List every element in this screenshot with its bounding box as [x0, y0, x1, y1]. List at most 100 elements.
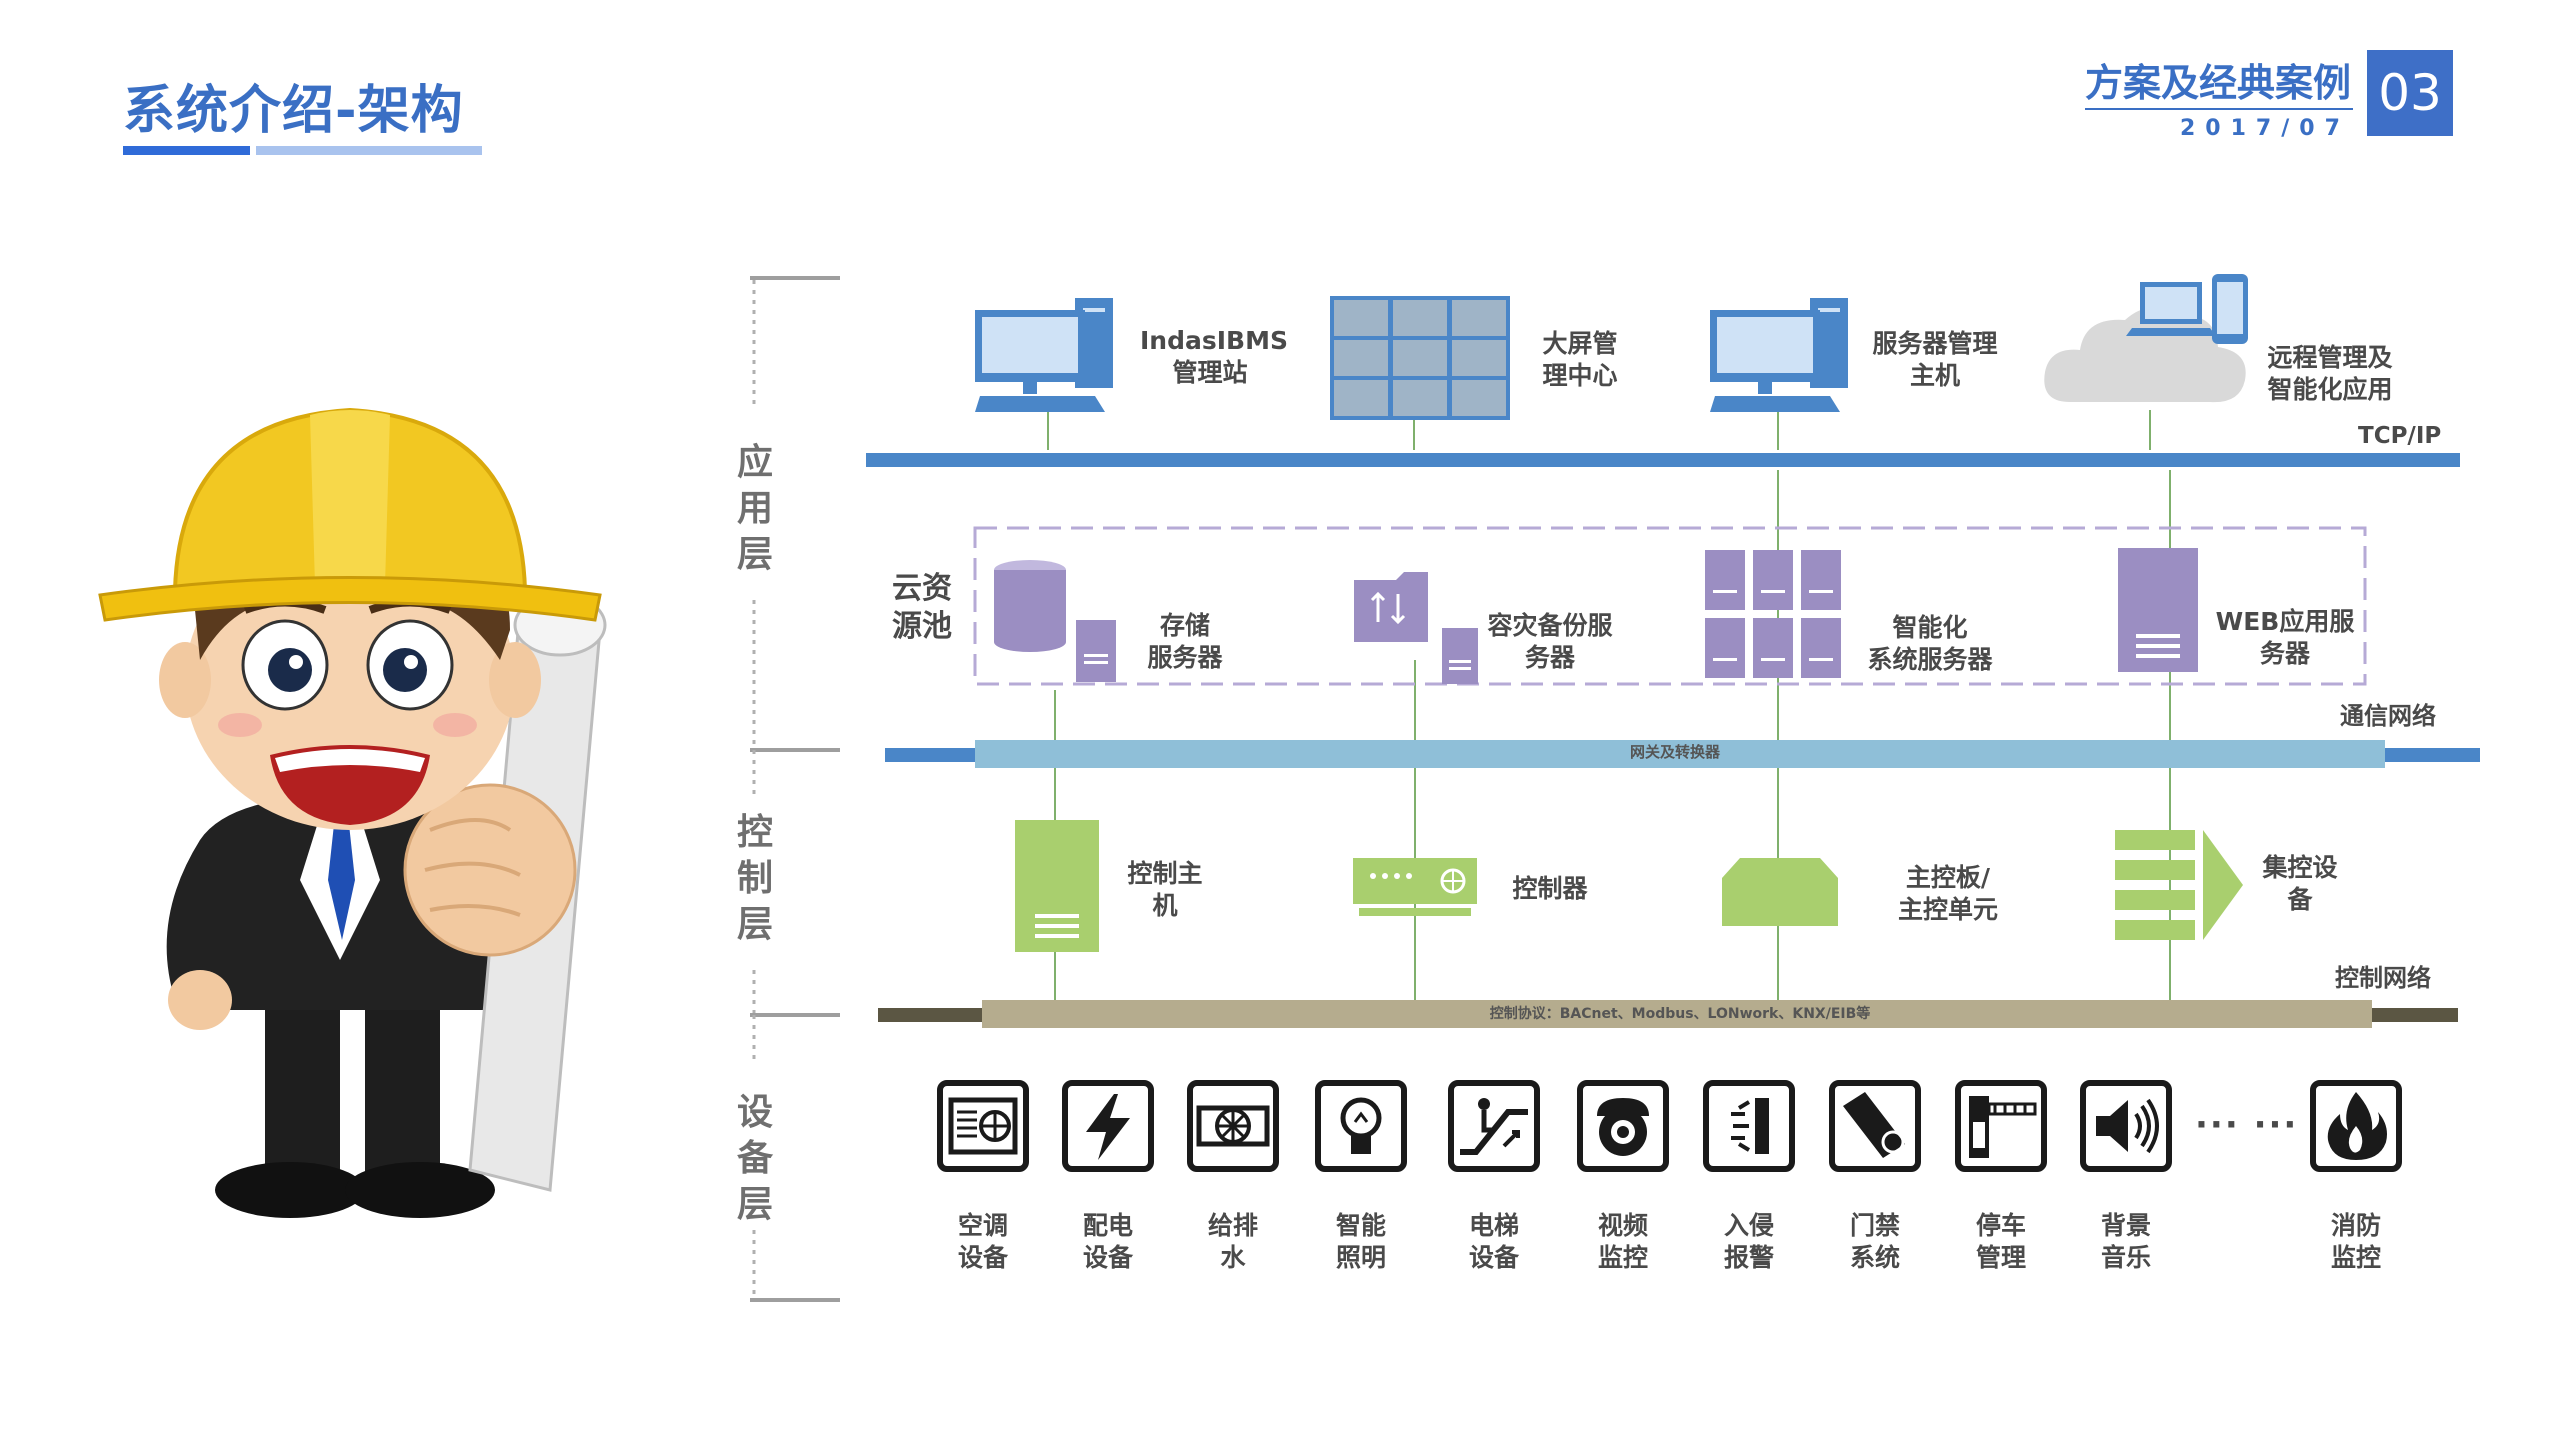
- device-label-hvac: 空调设备: [938, 1210, 1028, 1274]
- cloud-pool-title-line1: 云资: [892, 571, 952, 606]
- control-host-label: 控制主 机: [1115, 858, 1215, 922]
- water-icon: [1187, 1080, 1279, 1172]
- centralized-equipment-icon: [2115, 830, 2243, 940]
- control-host-label-line1: 控制主: [1127, 859, 1203, 888]
- backup-server-label: 容灾备份服 务器: [1475, 610, 1625, 674]
- control-host-icon: [1015, 820, 1099, 952]
- device-label-power-line1: 配电: [1082, 1211, 1133, 1240]
- device-ellipsis: ··· ···: [2195, 1105, 2299, 1145]
- device-label-elevator-line2: 设备: [1468, 1243, 1519, 1272]
- backup-server-icon: [1354, 572, 1478, 684]
- device-label-video-line2: 监控: [1597, 1243, 1648, 1272]
- engineer-mascot-illustration: [98, 407, 607, 1218]
- page-title: 系统介绍-架构: [123, 81, 464, 141]
- device-label-fire-line1: 消防: [2330, 1211, 2381, 1240]
- intelligent-system-server-label-line2: 系统服务器: [1867, 645, 1993, 674]
- device-label-music-line1: 背景: [2100, 1211, 2151, 1240]
- control-protocol-label: 控制协议：BACnet、Modbus、LONwork、KNX/EIB等: [1489, 1006, 1871, 1022]
- web-server-label-line1: WEB应用服: [2215, 607, 2355, 636]
- title-underline-light: [256, 146, 482, 155]
- video-wall-icon: [1330, 296, 1510, 420]
- web-server-label: WEB应用服 务器: [2210, 606, 2360, 670]
- fire-icon: [2310, 1080, 2402, 1172]
- device-label-lighting-line1: 智能: [1335, 1211, 1386, 1240]
- cloud-devices-icon: [2044, 274, 2248, 403]
- remote-management-label-line2: 智能化应用: [2267, 375, 2393, 404]
- device-label-parking-line2: 管理: [1975, 1243, 2026, 1272]
- screen-center-label: 大屏管 理中心: [1530, 328, 1630, 392]
- layer-brackets: [750, 276, 840, 1302]
- workstation-label-line1: IndasIBMS: [1140, 326, 1288, 355]
- web-server-icon: [2118, 548, 2198, 672]
- remote-management-label-line1: 远程管理及: [2267, 343, 2393, 372]
- device-label-intrusion-line2: 报警: [1723, 1243, 1774, 1272]
- server-host-label-line1: 服务器管理: [1872, 329, 1998, 358]
- layer-label-control: 控制层: [736, 812, 773, 945]
- backup-server-label-line1: 容灾备份服: [1487, 611, 1613, 640]
- remote-management-label: 远程管理及 智能化应用: [2260, 342, 2400, 406]
- server-host-label: 服务器管理 主机: [1865, 328, 2005, 392]
- device-label-video-line1: 视频: [1597, 1211, 1648, 1240]
- centralized-equipment-label: 集控设 备: [2250, 852, 2350, 916]
- camera-icon: [1577, 1080, 1669, 1172]
- comm-network-label: 通信网络: [2340, 702, 2436, 730]
- intelligent-system-server-label: 智能化 系统服务器: [1860, 612, 2000, 676]
- layer-label-device: 设备层: [736, 1092, 773, 1225]
- control-host-label-line2: 机: [1152, 891, 1178, 920]
- access-card-icon: [1829, 1080, 1921, 1172]
- device-label-fire-line2: 监控: [2330, 1243, 2381, 1272]
- tcpip-label: TCP/IP: [2358, 423, 2442, 449]
- storage-server-icon: [994, 560, 1116, 682]
- device-label-elevator-line1: 电梯: [1468, 1211, 1519, 1240]
- header-section-title: 方案及经典案例: [2085, 61, 2352, 105]
- storage-server-label-line1: 存储: [1159, 611, 1210, 640]
- centralized-equipment-label-line2: 备: [2287, 885, 2313, 914]
- speaker-icon: [2080, 1080, 2172, 1172]
- device-label-intrusion-line1: 入侵: [1723, 1211, 1774, 1240]
- server-host-label-line2: 主机: [1909, 361, 1960, 390]
- title-underline-dark: [123, 146, 250, 155]
- screen-center-label-line2: 理中心: [1542, 361, 1618, 390]
- device-label-elevator: 电梯设备: [1449, 1210, 1539, 1274]
- device-label-video: 视频监控: [1578, 1210, 1668, 1274]
- control-board-label: 主控板/ 主控单元: [1878, 862, 2018, 926]
- page-number-badge: 03: [2367, 50, 2453, 136]
- device-label-power-line2: 设备: [1082, 1243, 1133, 1272]
- storage-server-label: 存储 服务器: [1130, 610, 1240, 674]
- cloud-pool-title: 云资 源池: [892, 570, 952, 646]
- server-host-computer-icon: [1710, 298, 1848, 412]
- bulb-icon: [1315, 1080, 1407, 1172]
- device-label-power: 配电设备: [1063, 1210, 1153, 1274]
- power-icon: [1062, 1080, 1154, 1172]
- device-label-parking-line1: 停车: [1975, 1211, 2026, 1240]
- control-board-label-line1: 主控板/: [1905, 863, 1991, 892]
- escalator-icon: [1448, 1080, 1540, 1172]
- device-label-hvac-line2: 设备: [957, 1243, 1008, 1272]
- web-server-label-line2: 务器: [2259, 639, 2310, 668]
- header-date: 2017/07: [2180, 116, 2350, 141]
- backup-server-label-line2: 务器: [1524, 643, 1575, 672]
- device-label-music: 背景音乐: [2081, 1210, 2171, 1274]
- intelligent-system-server-icon: [1705, 550, 1841, 678]
- storage-server-label-line2: 服务器: [1147, 643, 1223, 672]
- intelligent-system-server-label-line1: 智能化: [1892, 613, 1968, 642]
- device-label-lighting: 智能照明: [1316, 1210, 1406, 1274]
- device-label-access-line2: 系统: [1849, 1243, 1900, 1272]
- device-label-music-line2: 音乐: [2100, 1243, 2151, 1272]
- screen-center-label-line1: 大屏管: [1542, 329, 1618, 358]
- header-divider: [2085, 108, 2353, 110]
- gateway-label: 网关及转换器: [1629, 743, 1720, 761]
- parking-gate-icon: [1955, 1080, 2047, 1172]
- device-label-water-line2: 水: [1220, 1243, 1246, 1272]
- alarm-icon: [1703, 1080, 1795, 1172]
- device-label-access: 门禁系统: [1830, 1210, 1920, 1274]
- device-label-parking: 停车管理: [1956, 1210, 2046, 1274]
- controller-label: 控制器: [1512, 874, 1588, 903]
- centralized-equipment-label-line1: 集控设: [2262, 853, 2338, 882]
- device-label-fire: 消防监控: [2311, 1210, 2401, 1274]
- device-label-access-line1: 门禁: [1849, 1211, 1900, 1240]
- control-board-label-line2: 主控单元: [1897, 895, 1998, 924]
- workstation-label: IndasIBMS 管理站: [1140, 325, 1288, 389]
- device-label-water: 给排水: [1188, 1210, 1278, 1274]
